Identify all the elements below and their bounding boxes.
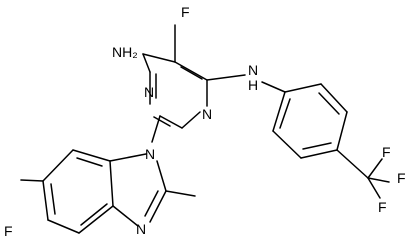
bond [367,177,390,183]
bond [20,179,44,182]
atom-f1: F [382,144,391,160]
bond [261,81,286,93]
atom-n-benz-1: N [145,146,155,162]
atom-n-benz-3: N [136,221,146,237]
bond [153,116,171,127]
bond [47,219,80,234]
bond [151,115,161,143]
aryl-amine [206,74,390,199]
bond [336,149,369,179]
bond [142,53,176,63]
pyrimidine-ring [142,24,208,129]
bond [109,160,114,207]
bond [367,177,381,199]
bond [336,111,348,151]
bond [279,98,291,129]
bond [156,160,167,192]
bond [180,66,203,80]
atom-n-ring-lower: N [144,84,154,100]
bond [300,149,338,159]
bond [109,153,147,162]
atom-f3: F [378,199,387,215]
bond [159,115,183,129]
atom-nh2: NH₂ [112,44,138,60]
bond [80,203,108,226]
bond [149,190,167,223]
atom-f-benz: F [4,223,13,239]
bond [206,74,246,81]
bond [367,158,383,179]
atom-nh-link: N H [248,62,262,93]
bond [72,149,111,162]
bond [272,91,286,132]
bond [144,190,159,217]
atom-nh-link-n: N [248,62,258,78]
bond [272,130,302,159]
bond [318,92,340,115]
atom-n-ring-upper: N [202,106,212,122]
bond [320,83,348,113]
atom-labels: F NH₂ N N N H N N F F F F [4,4,406,239]
bond [42,180,49,221]
atom-f-top: F [181,4,190,20]
bond [50,183,56,215]
atom-f2: F [397,170,406,186]
bond [142,53,151,73]
bond [78,205,114,234]
bond [181,111,201,129]
bond [284,83,322,93]
bond [165,190,196,197]
atom-nh-link-h: H [248,77,258,93]
bond [42,149,74,182]
bond [112,205,139,227]
bond [76,157,103,167]
bond [174,61,208,81]
bond [302,142,332,150]
benzimidazole [20,115,196,234]
